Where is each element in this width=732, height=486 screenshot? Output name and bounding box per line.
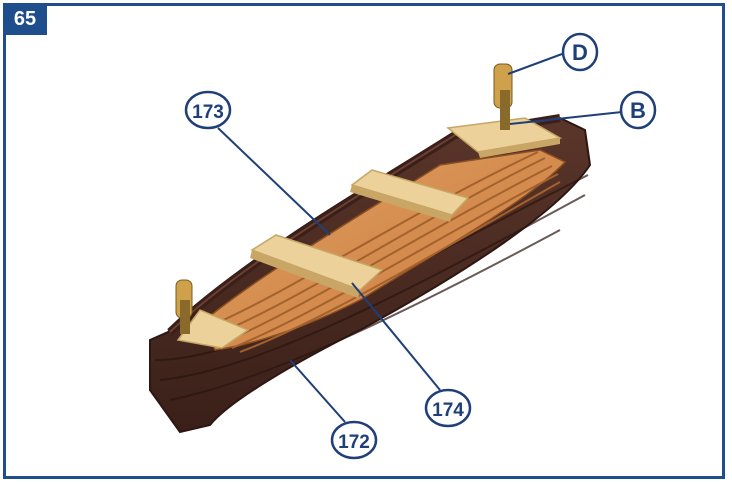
leader-d: [507, 53, 563, 75]
floor-plank-lines: [209, 151, 561, 353]
callout-173: 173: [184, 90, 232, 130]
callout-b: B: [619, 90, 657, 130]
callout-172: 172: [330, 420, 378, 460]
callout-174-label: 174: [432, 400, 464, 421]
callout-174: 174: [424, 388, 472, 428]
leader-172: [289, 359, 346, 423]
stern-davit-post: [493, 63, 513, 130]
front-thwart: [250, 234, 384, 291]
callout-d: D: [561, 32, 599, 72]
callout-172-label: 172: [338, 432, 370, 453]
callout-173-label: 173: [192, 102, 224, 123]
leader-173: [217, 127, 331, 236]
callout-b-label: B: [630, 98, 646, 123]
leader-174: [351, 282, 441, 391]
bow-davit-post: [175, 279, 193, 334]
callout-d-label: D: [572, 40, 588, 65]
leader-b: [509, 111, 623, 125]
step-number-badge: 65: [3, 3, 47, 35]
bow-seat: [176, 309, 250, 349]
